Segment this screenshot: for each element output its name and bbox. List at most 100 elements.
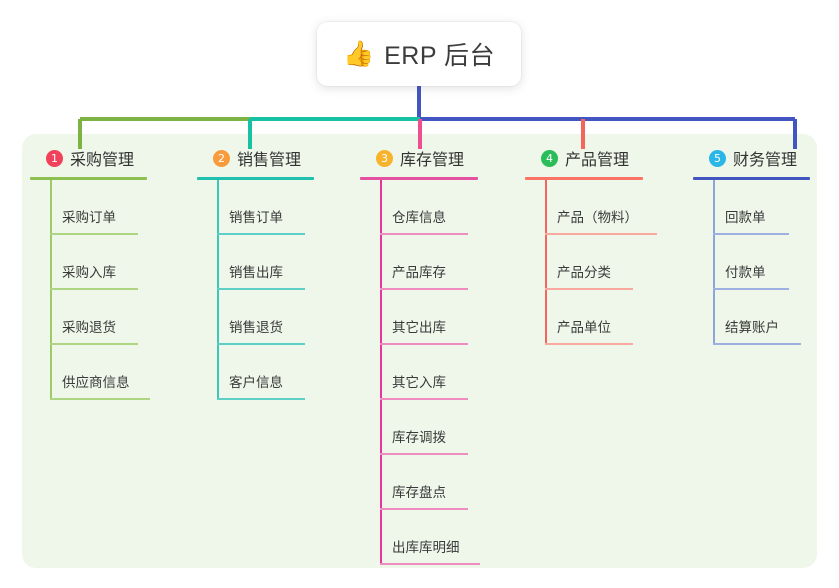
branch-rail-1: [50, 180, 52, 400]
leaf-item-label: 回款单: [725, 210, 766, 225]
branch-underline-5: [693, 177, 810, 180]
leaf-item[interactable]: 销售退货: [197, 290, 347, 345]
branch-header-4[interactable]: 4 产品管理: [525, 146, 690, 170]
leaf-item-label: 产品（物料）: [557, 210, 638, 225]
leaf-item-label: 产品分类: [557, 265, 611, 280]
branch-item-list-1: 采购订单采购入库采购退货供应商信息: [30, 180, 180, 400]
leaf-item[interactable]: 付款单: [693, 235, 839, 290]
leaf-item[interactable]: 采购入库: [30, 235, 180, 290]
leaf-item-label: 客户信息: [229, 375, 283, 390]
branch-badge-4: 4: [541, 149, 558, 167]
leaf-item-underline: [380, 233, 468, 235]
branch-underline-4: [525, 177, 643, 180]
leaf-item[interactable]: 供应商信息: [30, 345, 180, 400]
leaf-item[interactable]: 结算账户: [693, 290, 839, 345]
branch-column-1: 1 采购管理采购订单采购入库采购退货供应商信息: [30, 146, 180, 400]
leaf-item-label: 出库库明细: [392, 540, 460, 555]
leaf-item-label: 库存盘点: [392, 485, 446, 500]
leaf-item-label: 库存调拨: [392, 430, 446, 445]
leaf-item-underline: [50, 398, 150, 400]
leaf-item-label: 供应商信息: [62, 375, 130, 390]
leaf-item-underline: [380, 508, 468, 510]
leaf-item[interactable]: 其它入库: [360, 345, 520, 400]
leaf-item-underline: [50, 233, 138, 235]
leaf-item[interactable]: 产品（物料）: [525, 180, 690, 235]
branch-rail-2: [217, 180, 219, 400]
leaf-item-underline: [217, 288, 305, 290]
leaf-item[interactable]: 产品库存: [360, 235, 520, 290]
leaf-item-underline: [380, 288, 468, 290]
branch-column-2: 2 销售管理销售订单销售出库销售退货客户信息: [197, 146, 347, 400]
branch-rail-3: [380, 180, 382, 565]
branch-badge-2: 2: [213, 149, 230, 167]
branch-item-list-2: 销售订单销售出库销售退货客户信息: [197, 180, 347, 400]
leaf-item-underline: [380, 398, 468, 400]
leaf-item-label: 仓库信息: [392, 210, 446, 225]
leaf-item-underline: [50, 343, 138, 345]
branch-item-list-4: 产品（物料） 产品分类产品单位: [525, 180, 690, 345]
leaf-item-underline: [545, 233, 657, 235]
leaf-item[interactable]: 采购订单: [30, 180, 180, 235]
root-node-card[interactable]: 👍 ERP 后台: [317, 22, 521, 86]
branch-header-1[interactable]: 1 采购管理: [30, 146, 180, 170]
branch-header-2[interactable]: 2 销售管理: [197, 146, 347, 170]
branch-badge-5: 5: [709, 149, 726, 167]
leaf-item-label: 产品库存: [392, 265, 446, 280]
leaf-item-underline: [545, 343, 633, 345]
leaf-item-underline: [380, 453, 468, 455]
leaf-item-underline: [713, 288, 789, 290]
branch-title-1: 采购管理: [70, 152, 135, 169]
branch-rail-5: [713, 180, 715, 345]
branch-column-3: 3 库存管理仓库信息产品库存其它出库其它入库库存调拨库存盘点出库库明细: [360, 146, 520, 565]
root-node-title: ERP 后台: [384, 42, 496, 70]
leaf-item[interactable]: 出库库明细: [360, 510, 520, 565]
branch-title-2: 销售管理: [237, 152, 302, 169]
leaf-item-label: 其它入库: [392, 375, 446, 390]
leaf-item-label: 采购入库: [62, 265, 116, 280]
leaf-item[interactable]: 产品分类: [525, 235, 690, 290]
leaf-item-underline: [713, 233, 789, 235]
leaf-item[interactable]: 其它出库: [360, 290, 520, 345]
leaf-item-underline: [380, 563, 480, 565]
leaf-item[interactable]: 产品单位: [525, 290, 690, 345]
leaf-item-underline: [713, 343, 801, 345]
leaf-item[interactable]: 库存调拨: [360, 400, 520, 455]
leaf-item-underline: [545, 288, 633, 290]
branch-header-3[interactable]: 3 库存管理: [360, 146, 520, 170]
leaf-item-label: 采购订单: [62, 210, 116, 225]
leaf-item[interactable]: 销售订单: [197, 180, 347, 235]
leaf-item-label: 其它出库: [392, 320, 446, 335]
leaf-item-underline: [50, 288, 138, 290]
leaf-item[interactable]: 仓库信息: [360, 180, 520, 235]
leaf-item[interactable]: 采购退货: [30, 290, 180, 345]
diagram-panel: [22, 134, 817, 568]
branch-title-3: 库存管理: [400, 152, 465, 169]
branch-underline-3: [360, 177, 478, 180]
leaf-item[interactable]: 客户信息: [197, 345, 347, 400]
leaf-item-label: 采购退货: [62, 320, 116, 335]
branch-item-list-3: 仓库信息产品库存其它出库其它入库库存调拨库存盘点出库库明细: [360, 180, 520, 565]
leaf-item-underline: [217, 343, 305, 345]
leaf-item-label: 销售出库: [229, 265, 283, 280]
leaf-item-label: 销售退货: [229, 320, 283, 335]
branch-underline-1: [30, 177, 147, 180]
branch-column-4: 4 产品管理产品（物料） 产品分类产品单位: [525, 146, 690, 345]
leaf-item-underline: [217, 233, 305, 235]
branch-underline-2: [197, 177, 314, 180]
leaf-item-underline: [217, 398, 305, 400]
leaf-item[interactable]: 回款单: [693, 180, 839, 235]
branch-title-4: 产品管理: [565, 152, 630, 169]
thumbs-up-icon: 👍: [342, 39, 375, 68]
leaf-item-label: 结算账户: [725, 320, 779, 335]
branch-badge-1: 1: [46, 149, 63, 167]
branch-badge-3: 3: [376, 149, 393, 167]
leaf-item[interactable]: 销售出库: [197, 235, 347, 290]
leaf-item-underline: [380, 343, 468, 345]
branch-rail-4: [545, 180, 547, 345]
leaf-item-label: 产品单位: [557, 320, 611, 335]
leaf-item[interactable]: 库存盘点: [360, 455, 520, 510]
